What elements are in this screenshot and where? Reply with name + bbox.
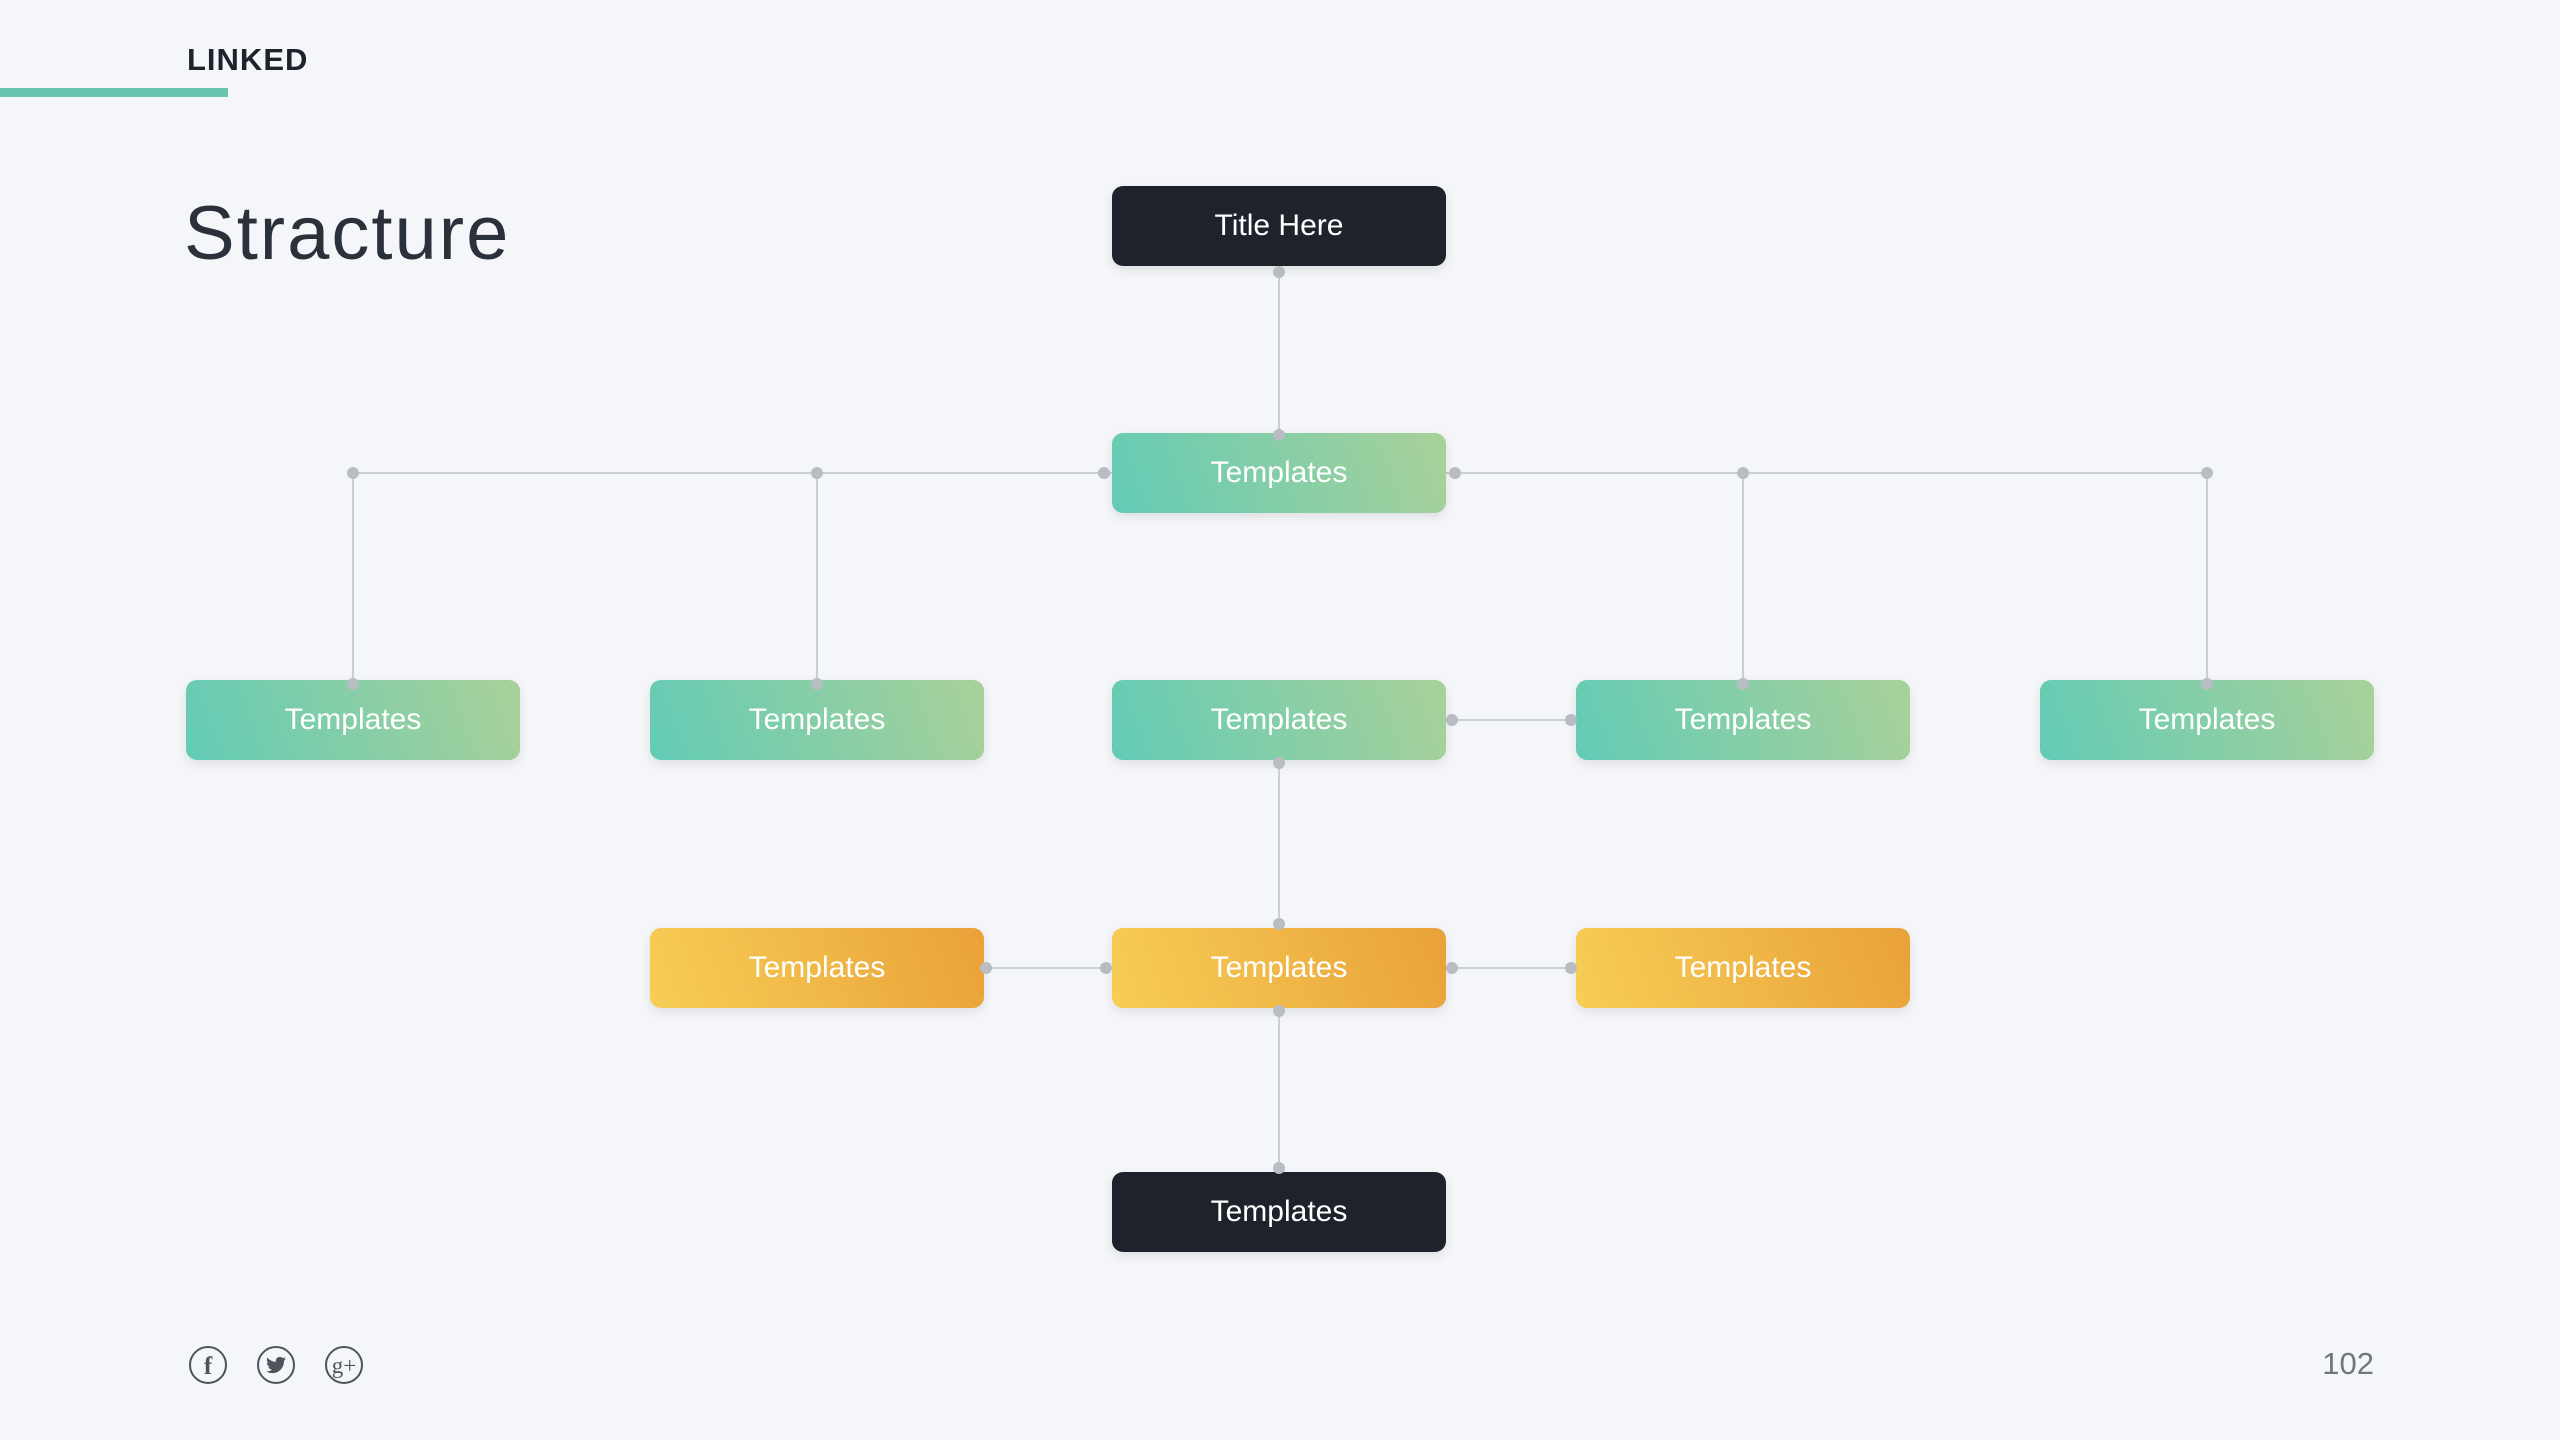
node-level4-3: Templates (1576, 928, 1910, 1008)
node-level3-4: Templates (1576, 680, 1910, 760)
node-title: Title Here (1112, 186, 1446, 266)
node-level5-center: Templates (1112, 1172, 1446, 1252)
facebook-glyph: f (203, 1352, 213, 1380)
accent-bar (0, 88, 228, 97)
node-level3-1: Templates (186, 680, 520, 760)
page-title: Stracture (184, 191, 511, 276)
twitter-bird-icon (266, 1356, 286, 1374)
node-level3-3: Templates (1112, 680, 1446, 760)
facebook-icon[interactable]: f (189, 1346, 227, 1384)
google-plus-icon[interactable]: g+ (325, 1346, 363, 1384)
page-number: 102 (2322, 1346, 2374, 1381)
google-plus-glyph: g+ (331, 1352, 357, 1378)
node-level4-1: Templates (650, 928, 984, 1008)
slide-kicker: LINKED (187, 42, 309, 77)
social-links: f g+ (189, 1346, 363, 1384)
node-level4-2: Templates (1112, 928, 1446, 1008)
node-level3-5: Templates (2040, 680, 2374, 760)
twitter-icon[interactable] (257, 1346, 295, 1384)
node-level2-center: Templates (1112, 433, 1446, 513)
node-level3-2: Templates (650, 680, 984, 760)
